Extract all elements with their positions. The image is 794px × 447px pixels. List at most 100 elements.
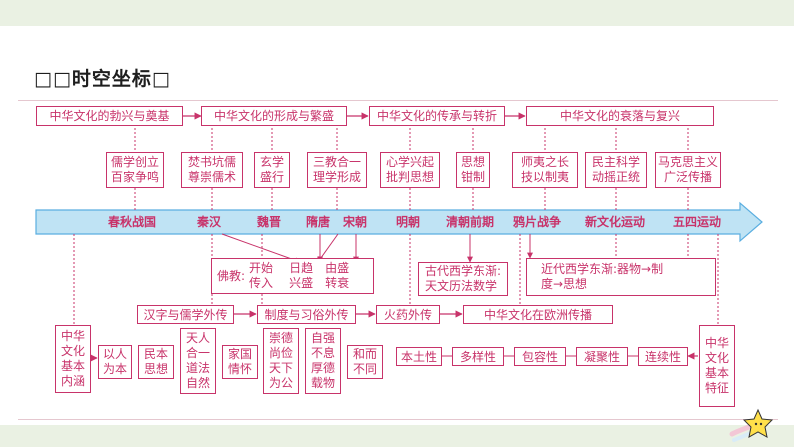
bottom-band — [0, 425, 794, 447]
timeline-label-ming: 明朝 — [396, 215, 421, 229]
star-icon — [729, 408, 774, 442]
title-text: 时空坐标 — [71, 68, 152, 90]
feature-item-nativeness: 本土性 — [396, 347, 442, 366]
period-box-thought-control: 思想钳制 — [456, 152, 490, 188]
period-text: 玄学 — [259, 155, 284, 169]
spread-box-gunpowder: 火药外传 — [376, 305, 440, 324]
feature-item-continuity: 连续性 — [638, 347, 688, 366]
west-east-modern-text: 度→思想 — [541, 277, 588, 291]
period-text: 心学兴起 — [385, 155, 434, 169]
period-text: 马克思主义 — [657, 155, 718, 169]
period-box-marxism: 马克思主义广泛传播 — [655, 152, 721, 188]
timeline-label-opium-war: 鸦片战争 — [513, 215, 562, 229]
period-text: 理学形成 — [312, 170, 361, 184]
buddhism-stage-text: 转衰 — [325, 276, 350, 290]
period-text: 百家争鸣 — [110, 170, 159, 184]
west-east-early-text: 天文历法数学 — [425, 279, 498, 293]
period-text: 动摇正统 — [591, 170, 640, 184]
feature-item-inclusiveness: 包容性 — [514, 347, 566, 366]
period-box-confucianism: 儒学创立百家争鸣 — [106, 152, 164, 188]
connotation-item-text: 自然 — [185, 376, 210, 390]
buddhism-stage-text: 开始 — [249, 261, 274, 275]
period-text: 尊崇儒术 — [187, 170, 236, 184]
timeline-arrow — [35, 201, 763, 243]
connotation-item-patriotism: 家国情怀 — [222, 345, 258, 379]
feature-item-cohesion: 凝聚性 — [576, 347, 628, 366]
west-east-early-box: 古代西学东渐:天文历法数学 — [418, 262, 508, 296]
period-text: 焚书坑儒 — [187, 155, 236, 169]
feature-item-diversity: 多样性 — [452, 347, 504, 366]
connotation-item-text: 为本 — [102, 362, 127, 376]
period-box-xuanxue: 玄学盛行 — [254, 152, 290, 188]
buddhism-stage-flourish: 日趋兴盛 — [289, 261, 313, 291]
connotation-item-text: 家国 — [227, 347, 252, 361]
west-east-modern-text: 近代西学东渐:器物→制 — [541, 262, 664, 276]
period-box-lixue: 三教合一理学形成 — [307, 152, 367, 188]
timeline-label-new-culture: 新文化运动 — [585, 215, 646, 229]
period-box-xinxue: 心学兴起批判思想 — [380, 152, 440, 188]
features-title-text: 基本 — [704, 366, 729, 380]
features-title-text: 文化 — [704, 351, 729, 365]
period-drops — [134, 188, 689, 210]
connotation-item-text: 厚德 — [310, 361, 335, 375]
connotation-item-text: 载物 — [310, 376, 335, 390]
timeline-label-sui-tang: 隋唐 — [306, 215, 331, 229]
top-band — [0, 0, 794, 26]
timeline-label-qin-han: 秦汉 — [197, 215, 222, 229]
connotation-item-text: 以人 — [102, 347, 127, 361]
buddhism-label: 佛教: — [217, 269, 246, 283]
title-prefix-glyphs: □□ — [34, 68, 72, 90]
connotation-item-self-improvement: 自强不息厚德载物 — [305, 328, 341, 394]
diagram-frame — [18, 100, 778, 420]
buddhism-box: 佛教: 开始传入 日趋兴盛 由盛转衰 — [211, 258, 374, 294]
timeline-label-song: 宋朝 — [343, 215, 368, 229]
connotation-item-text: 天人 — [185, 331, 210, 345]
stage-formation: 中华文化的形成与繁盛 — [201, 106, 347, 126]
period-text: 批判思想 — [385, 170, 434, 184]
connotation-item-harmony-diversity: 和而不同 — [347, 345, 383, 379]
buddhism-stage-text: 传入 — [249, 276, 274, 290]
period-text: 盛行 — [259, 170, 284, 184]
buddhism-stage-start: 开始传入 — [249, 261, 273, 291]
period-text: 三教合一 — [312, 155, 361, 169]
period-box-democracy-science: 民主科学动摇正统 — [585, 152, 647, 188]
period-box-learn-west: 师夷之长技以制夷 — [512, 152, 578, 188]
connotation-item-text: 道法 — [185, 361, 210, 375]
timeline-label-early-qing: 清朝前期 — [446, 215, 495, 229]
stage-branches — [134, 124, 689, 152]
spread-box-europe: 中华文化在欧洲传播 — [463, 305, 613, 324]
connotation-item-text: 和而 — [352, 347, 377, 361]
connotation-item-text: 为公 — [268, 376, 293, 390]
connotation-title-text: 基本 — [60, 359, 85, 373]
period-box-qin-han: 焚书坑儒尊崇儒术 — [181, 152, 243, 188]
connotation-item-text: 情怀 — [227, 362, 252, 376]
timeline-label-may-fourth: 五四运动 — [673, 215, 722, 229]
connotation-item-text: 自强 — [310, 331, 335, 345]
connotation-item-text: 崇德 — [268, 331, 293, 345]
features-title-box: 中华文化基本特征 — [699, 325, 735, 407]
stage-inheritance: 中华文化的传承与转折 — [369, 106, 505, 126]
buddhism-stage-decline: 由盛转衰 — [325, 261, 349, 291]
connotation-item-text: 合一 — [185, 346, 210, 360]
buddhism-stage-text: 兴盛 — [289, 276, 314, 290]
period-text: 广泛传播 — [663, 170, 712, 184]
period-text: 儒学创立 — [110, 155, 159, 169]
connotation-title-box: 中华文化基本内涵 — [55, 325, 91, 393]
spread-box-script-confucianism: 汉字与儒学外传 — [137, 305, 234, 324]
stage-foundation: 中华文化的勃兴与奠基 — [36, 106, 183, 126]
connotation-item-text: 不同 — [352, 362, 377, 376]
lower-links — [73, 233, 719, 325]
timeline-label-spring-autumn: 春秋战国 — [108, 215, 157, 229]
connotation-item-virtue: 崇德尚俭天下为公 — [263, 328, 299, 394]
timeline-label-wei-jin: 魏晋 — [257, 215, 282, 229]
connotation-title-text: 文化 — [60, 344, 85, 358]
buddhism-stage-text: 日趋 — [289, 261, 314, 275]
connotation-item-minben: 民本思想 — [138, 345, 174, 379]
buddhism-stage-text: 由盛 — [325, 261, 350, 275]
spread-box-institutions-customs: 制度与习俗外传 — [257, 305, 356, 324]
west-east-early-text: 古代西学东渐: — [425, 264, 502, 278]
connotation-item-text: 民本 — [143, 347, 168, 361]
period-text: 思想 — [460, 155, 485, 169]
